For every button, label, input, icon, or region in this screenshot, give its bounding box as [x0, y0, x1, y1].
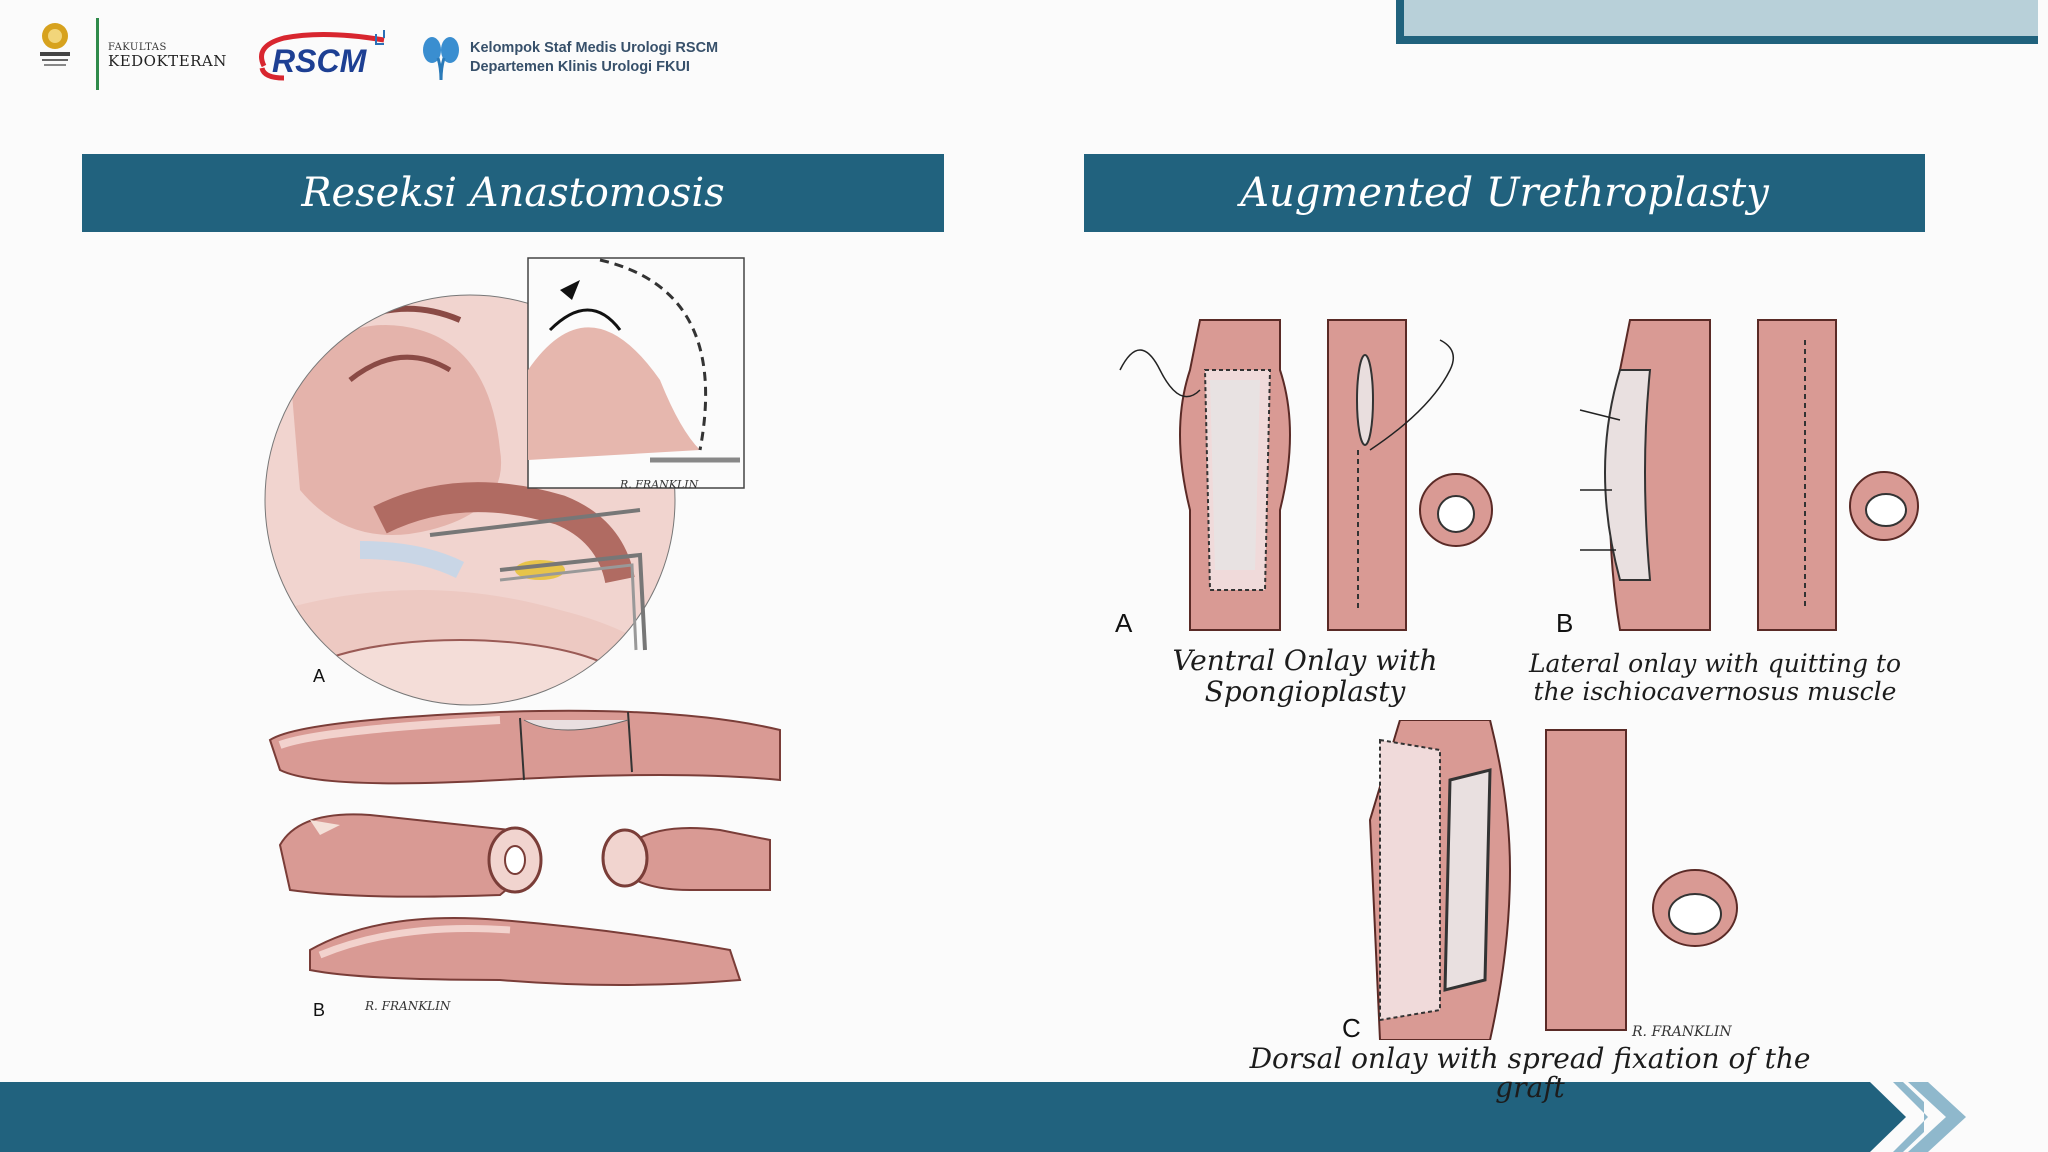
kidney-icon [423, 37, 459, 81]
faculty-big-text: KEDOKTERAN [108, 52, 227, 70]
right-label-a: A [1115, 608, 1133, 638]
caption-ventral-onlay: Ventral Onlay with Spongioplasty [1172, 644, 1438, 708]
left-label-a: A [313, 666, 325, 686]
universitas-indonesia-logo [40, 23, 70, 66]
faculty-small-text: FAKULTAS [108, 42, 167, 53]
svg-text:RSCM: RSCM [272, 43, 368, 79]
signature-right: R. FRANKLIN [1631, 1024, 1732, 1040]
signature-bottom: R. FRANKLIN [364, 999, 451, 1013]
section-title-augmented: Augmented Urethroplasty [1084, 154, 1925, 232]
right-label-b: B [1556, 608, 1574, 638]
right-label-c: C [1342, 1013, 1361, 1043]
slide-header: FAKULTAS KEDOKTERAN RSCM Kelompok Staf M… [0, 0, 2048, 110]
caption-dorsal-onlay: Dorsal onlay with spread fixation of the… [1249, 1042, 1811, 1105]
caption-lateral-onlay: Lateral onlay with quitting to the ischi… [1528, 649, 1902, 706]
footer-band [0, 1082, 1966, 1152]
section-title-reseksi: Reseksi Anastomosis [82, 154, 944, 232]
corner-decoration [1396, 0, 2038, 44]
signature-top: R. FRANKLIN [619, 478, 699, 491]
lateral-onlay-illustration [1579, 319, 1919, 631]
resection-anastomosis-illustration: R. FRANKLIN A B R. FRANKLIN [264, 257, 781, 1020]
dorsal-onlay-illustration: R. FRANKLIN [1368, 720, 1738, 1040]
left-label-b: B [313, 1000, 325, 1020]
department-line-2: Departemen Klinis Urologi FKUI [470, 59, 690, 75]
rscm-logo: RSCM [259, 30, 385, 81]
faculty-divider [96, 18, 99, 90]
ventral-onlay-illustration [1119, 319, 1493, 631]
department-line-1: Kelompok Staf Medis Urologi RSCM [470, 40, 719, 56]
